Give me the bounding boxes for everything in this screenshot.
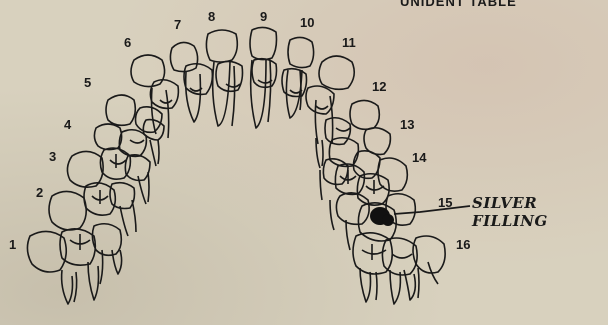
silver-filling-label: SILVER FILLING [472, 194, 608, 230]
tooth-number-15: 15 [438, 196, 452, 209]
tooth-number-14: 14 [412, 151, 426, 164]
tooth-number-13: 13 [400, 118, 414, 131]
tooth-11-crown [319, 56, 354, 89]
tooth-7-crown [170, 42, 197, 71]
tooth-number-11: 11 [342, 36, 356, 49]
tooth-number-2: 2 [36, 186, 43, 199]
tooth-number-12: 12 [372, 80, 386, 93]
tooth-number-1: 1 [9, 238, 16, 251]
tooth-number-6: 6 [124, 36, 131, 49]
tooth-14-crown [378, 158, 407, 191]
tooth-number-7: 7 [174, 18, 181, 31]
tooth-2-crown [49, 191, 86, 230]
tooth-8-crown [206, 30, 237, 62]
tooth-number-10: 10 [300, 16, 314, 29]
tooth-number-4: 4 [64, 118, 71, 131]
tooth-4-crown [94, 124, 121, 150]
tooth-6-crown [131, 55, 165, 87]
tooth-12-crown [350, 100, 379, 129]
tooth-number-5: 5 [84, 76, 91, 89]
tooth-number-8: 8 [208, 10, 215, 23]
tooth-9-crown [250, 27, 277, 59]
tooth-number-16: 16 [456, 238, 470, 251]
tooth-number-3: 3 [49, 150, 56, 163]
tooth-number-9: 9 [260, 10, 267, 23]
tooth-3-crown [67, 151, 103, 187]
filling-leader-line [394, 206, 470, 214]
tooth-5-crown [106, 95, 135, 125]
tooth-10-crown [288, 37, 314, 67]
